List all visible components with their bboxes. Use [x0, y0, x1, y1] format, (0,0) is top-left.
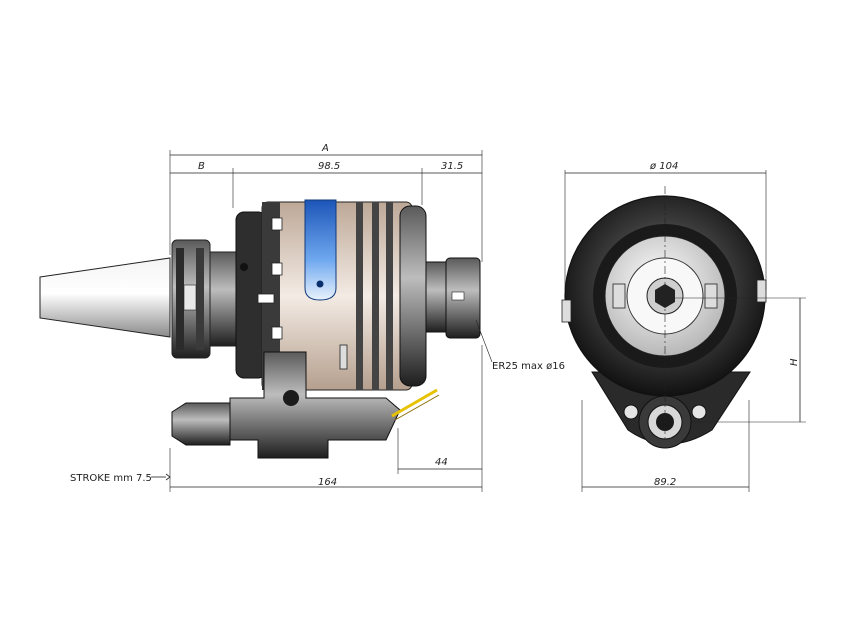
side-view: [39, 199, 481, 459]
flange-2: [209, 251, 237, 347]
dim-b-label: B: [198, 161, 205, 172]
dim-h-label: H: [789, 358, 800, 366]
dimension-lines: [151, 150, 806, 492]
dim-diameter-104-label: ø 104: [649, 161, 678, 172]
dim-a-label: A: [321, 143, 329, 154]
dim-31-5-label: 31.5: [441, 161, 463, 172]
taper-shank: [39, 257, 171, 338]
collet-annotation: ER25 max ø16: [492, 361, 565, 372]
front-view: [561, 186, 767, 449]
dim-44-label: 44: [435, 457, 448, 468]
dim-164-label: 164: [318, 477, 337, 488]
dim-98-5-label: 98.5: [318, 161, 340, 172]
dim-89-2-label: 89.2: [654, 477, 676, 488]
collet-nut: [425, 261, 449, 333]
stroke-annotation: STROKE mm 7.5: [70, 473, 152, 484]
blue-key: [304, 199, 337, 301]
